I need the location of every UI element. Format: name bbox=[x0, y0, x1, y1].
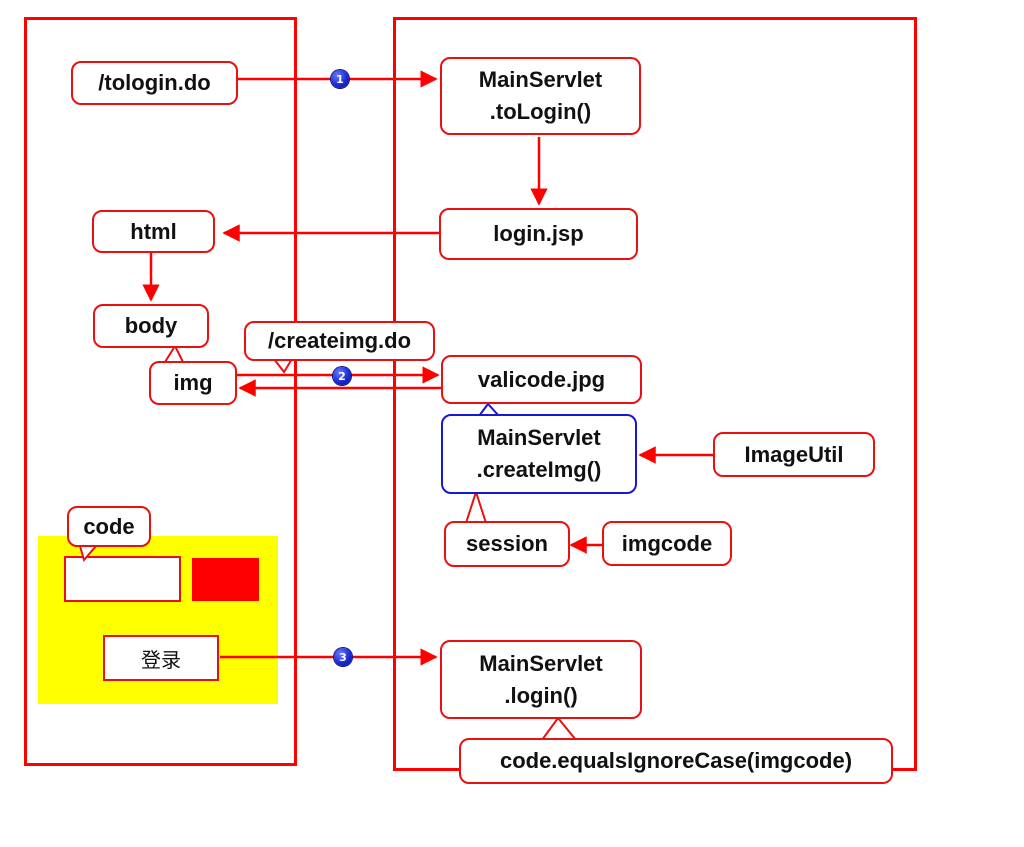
img-box: img bbox=[149, 361, 237, 405]
html-box: html bbox=[92, 210, 215, 253]
createimg-url-box: /createimg.do bbox=[244, 321, 435, 361]
login-method-line2: .login() bbox=[504, 682, 578, 708]
toLogin-line2: .toLogin() bbox=[489, 99, 592, 124]
code-label: code bbox=[83, 513, 135, 539]
createImg-callout-tail bbox=[478, 402, 500, 417]
imgcode-box: imgcode bbox=[602, 521, 732, 566]
step-badge-3: 3 bbox=[334, 648, 352, 666]
login-button[interactable]: 登录 bbox=[103, 635, 219, 681]
tologin-url-label: /tologin.do bbox=[98, 70, 211, 95]
valicode-box: valicode.jpg bbox=[441, 355, 642, 404]
imgcode-label: imgcode bbox=[621, 530, 713, 556]
body-label: body bbox=[124, 313, 178, 338]
createimg-url-label: /createimg.do bbox=[267, 328, 412, 353]
session-label: session bbox=[466, 531, 548, 556]
valicode-label: valicode.jpg bbox=[477, 366, 606, 392]
step-badge-2: 2 bbox=[333, 367, 351, 385]
compare-label: code.equalsIgnoreCase(imgcode) bbox=[499, 748, 853, 773]
tologin-url-box: /tologin.do bbox=[71, 61, 238, 105]
login-method-line1: MainServlet bbox=[479, 650, 603, 676]
captcha-image-placeholder bbox=[192, 558, 259, 601]
html-label: html bbox=[130, 218, 177, 244]
code-callout-tail bbox=[79, 545, 97, 563]
img-label: img bbox=[173, 370, 213, 395]
code-box: code bbox=[67, 506, 151, 547]
step-badge-1: 1 bbox=[331, 70, 349, 88]
login-jsp-box: login.jsp bbox=[439, 208, 638, 260]
createImg-line1: MainServlet bbox=[477, 425, 601, 450]
imageutil-label: ImageUtil bbox=[744, 441, 844, 467]
img-callout-tail bbox=[164, 343, 184, 363]
login-method-box: MainServlet .login() bbox=[440, 640, 642, 719]
body-box: body bbox=[93, 304, 209, 348]
createimg-callout-tail bbox=[273, 358, 293, 374]
login-jsp-label: login.jsp bbox=[493, 221, 584, 246]
compare-callout-tail bbox=[541, 716, 577, 741]
session-callout-tail bbox=[465, 488, 487, 524]
toLogin-line1: MainServlet bbox=[478, 67, 603, 92]
compare-box: code.equalsIgnoreCase(imgcode) bbox=[459, 738, 893, 784]
toLogin-box: MainServlet .toLogin() bbox=[440, 57, 641, 135]
imageutil-box: ImageUtil bbox=[713, 432, 875, 477]
createImg-line2: .createImg() bbox=[476, 457, 602, 482]
session-box: session bbox=[444, 521, 570, 567]
code-input[interactable] bbox=[64, 556, 181, 602]
createImg-box: MainServlet .createImg() bbox=[441, 414, 637, 494]
client-container bbox=[24, 17, 297, 766]
